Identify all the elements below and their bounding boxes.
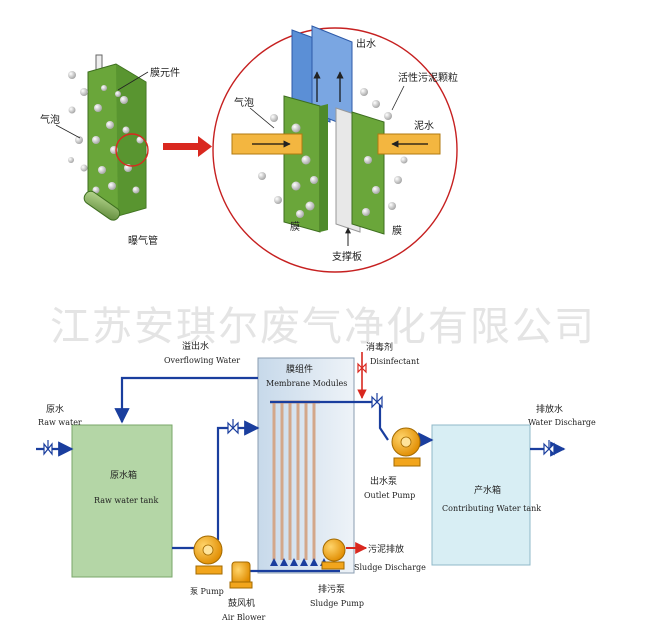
support-plate-label: 支撑板: [332, 250, 362, 263]
membrane-right: [351, 111, 385, 235]
sludge-water-label: 泥水: [414, 119, 434, 132]
overflow-pipe: [114, 376, 258, 424]
disinfectant-en-label: Disinfectant: [370, 357, 420, 366]
sludge-pump-en-label: Sludge Pump: [310, 599, 364, 608]
disinfectant-valve: [357, 362, 367, 374]
disinfectant-cn-label: 消毒剂: [366, 341, 393, 353]
aeration-pipe-label: 曝气管: [128, 234, 158, 247]
air-bubble-left-label: 气泡: [40, 113, 60, 126]
bubbles-left: [68, 71, 144, 194]
sludge-pump-cn-label: 排污泵: [318, 583, 345, 595]
raw-tank-en-label: Raw water tank: [94, 496, 158, 505]
outlet-pump: [391, 427, 421, 467]
overflow-cn-label: 溢出水: [182, 340, 209, 352]
pump-label: 泵 Pump: [190, 587, 224, 596]
raw-tank-cn-label: 原水箱: [110, 469, 137, 481]
pump-discharge-pipe: [216, 420, 260, 540]
membrane-zoom-view: 出水 活性污泥颗粒 气泡 泥水 膜 膜 支撑板: [212, 25, 458, 273]
membrane-element-drawing: 膜元件 气泡 曝气管: [40, 54, 180, 247]
contributing-water-tank: [431, 424, 531, 566]
contrib-tank-cn-label: 产水箱: [474, 484, 501, 496]
company-watermark: 江苏安琪尔废气净化有限公司: [50, 304, 596, 350]
blower-cn-label: 鼓风机: [228, 597, 255, 609]
sludge-discharge-cn-label: 污泥排放: [368, 543, 404, 555]
air-bubble-right-label: 气泡: [234, 96, 254, 109]
raw-water-tank: [71, 424, 173, 578]
red-arrow: [163, 136, 212, 157]
sludge-discharge-en-label: Sludge Discharge: [354, 563, 426, 572]
permeate-pipe: [270, 400, 389, 441]
membrane-right-label: 膜: [392, 225, 402, 237]
zoom-circle: [115, 133, 149, 167]
blower-en-label: Air Blower: [221, 613, 266, 622]
activated-sludge-label: 活性污泥颗粒: [398, 71, 458, 84]
pipes: [36, 376, 566, 573]
process-flow: 原水箱 Raw water tank 产水箱 Contributing Wate…: [36, 340, 596, 622]
discharge-cn-label: 排放水: [536, 403, 563, 415]
contrib-tank-en-label: Contributing Water tank: [442, 504, 541, 513]
membrane-fibers: [272, 402, 316, 560]
membrane-modules-cn-label: 膜组件: [286, 363, 313, 375]
discharge-en-label: Water Discharge: [528, 418, 596, 427]
outlet-pump-cn-label: 出水泵: [370, 475, 397, 487]
valves: [43, 362, 555, 456]
air-blower: [229, 561, 253, 589]
sludge-pump: [321, 538, 346, 570]
raw-water-cn-label: 原水: [46, 403, 64, 415]
bubbles-zoom: [258, 88, 408, 218]
raw-water-en-label: Raw water: [38, 418, 82, 427]
overflow-en-label: Overflowing Water: [164, 356, 240, 365]
water-out-label: 出水: [356, 37, 376, 50]
membrane-modules-en-label: Membrane Modules: [266, 379, 347, 388]
outlet-pump-en-label: Outlet Pump: [364, 491, 415, 500]
membrane-element-label: 膜元件: [150, 67, 180, 79]
aeration-pipe: [83, 190, 121, 221]
feed-pump: [193, 535, 223, 575]
membrane-left-label: 膜: [290, 221, 300, 233]
zoom-view-circle: [212, 27, 458, 273]
